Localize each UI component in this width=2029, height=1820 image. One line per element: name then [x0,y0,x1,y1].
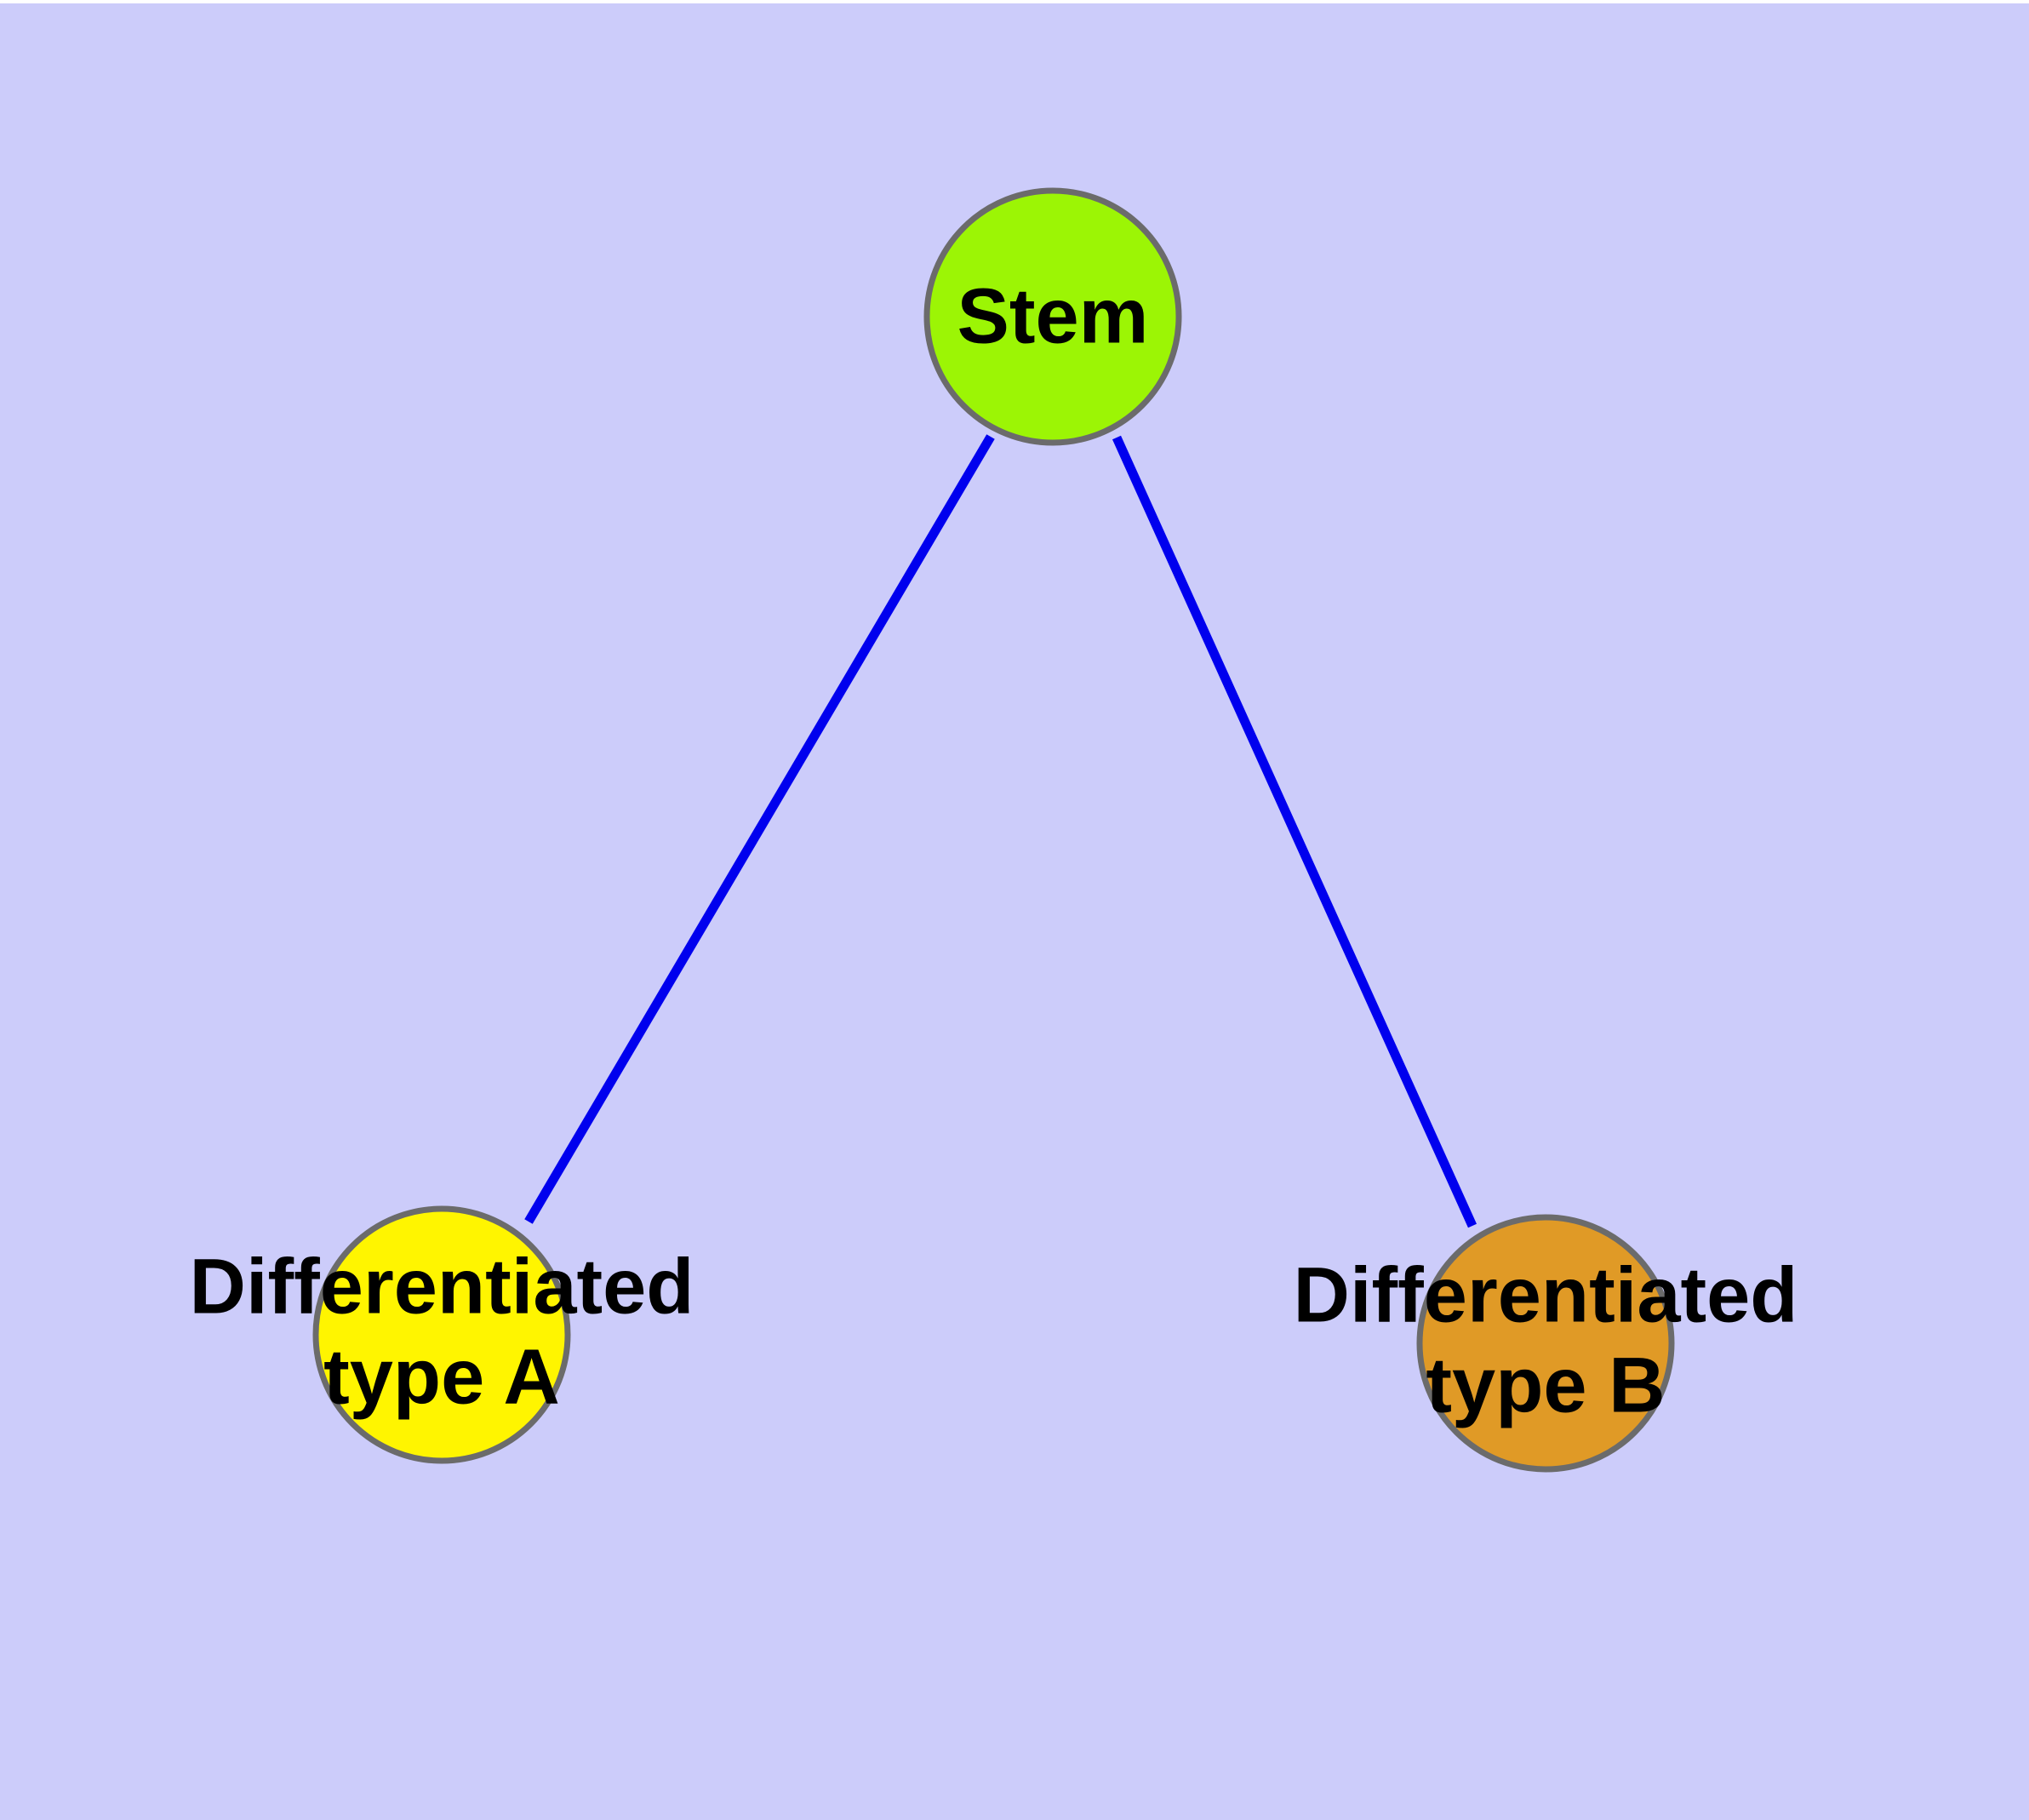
node-label-differentiated-type-b-line1: Differentiated [1294,1251,1798,1338]
node-stem[interactable]: Stem [923,187,1182,446]
edge-stem-to-differentiated-type-b[interactable] [1112,435,1477,1228]
node-circle-differentiated-type-b[interactable] [1416,1214,1675,1473]
node-label-group: Differentiated type A Differentiated typ… [190,1243,1798,1428]
node-label-differentiated-type-a-line1: Differentiated [190,1243,694,1330]
node-circle-differentiated-type-a[interactable] [312,1205,571,1464]
edge-stem-to-differentiated-type-a[interactable] [524,434,995,1224]
node-differentiated-type-b[interactable] [1416,1214,1675,1473]
node-circle-stem[interactable] [923,187,1182,446]
node-label-stem: Stem [957,272,1149,359]
node-label-differentiated-type-a-line2: type A [323,1333,560,1420]
edge-group [524,434,1477,1228]
node-differentiated-type-a[interactable] [312,1205,571,1464]
node-label-differentiated-type-b-line2: type B [1426,1342,1665,1428]
